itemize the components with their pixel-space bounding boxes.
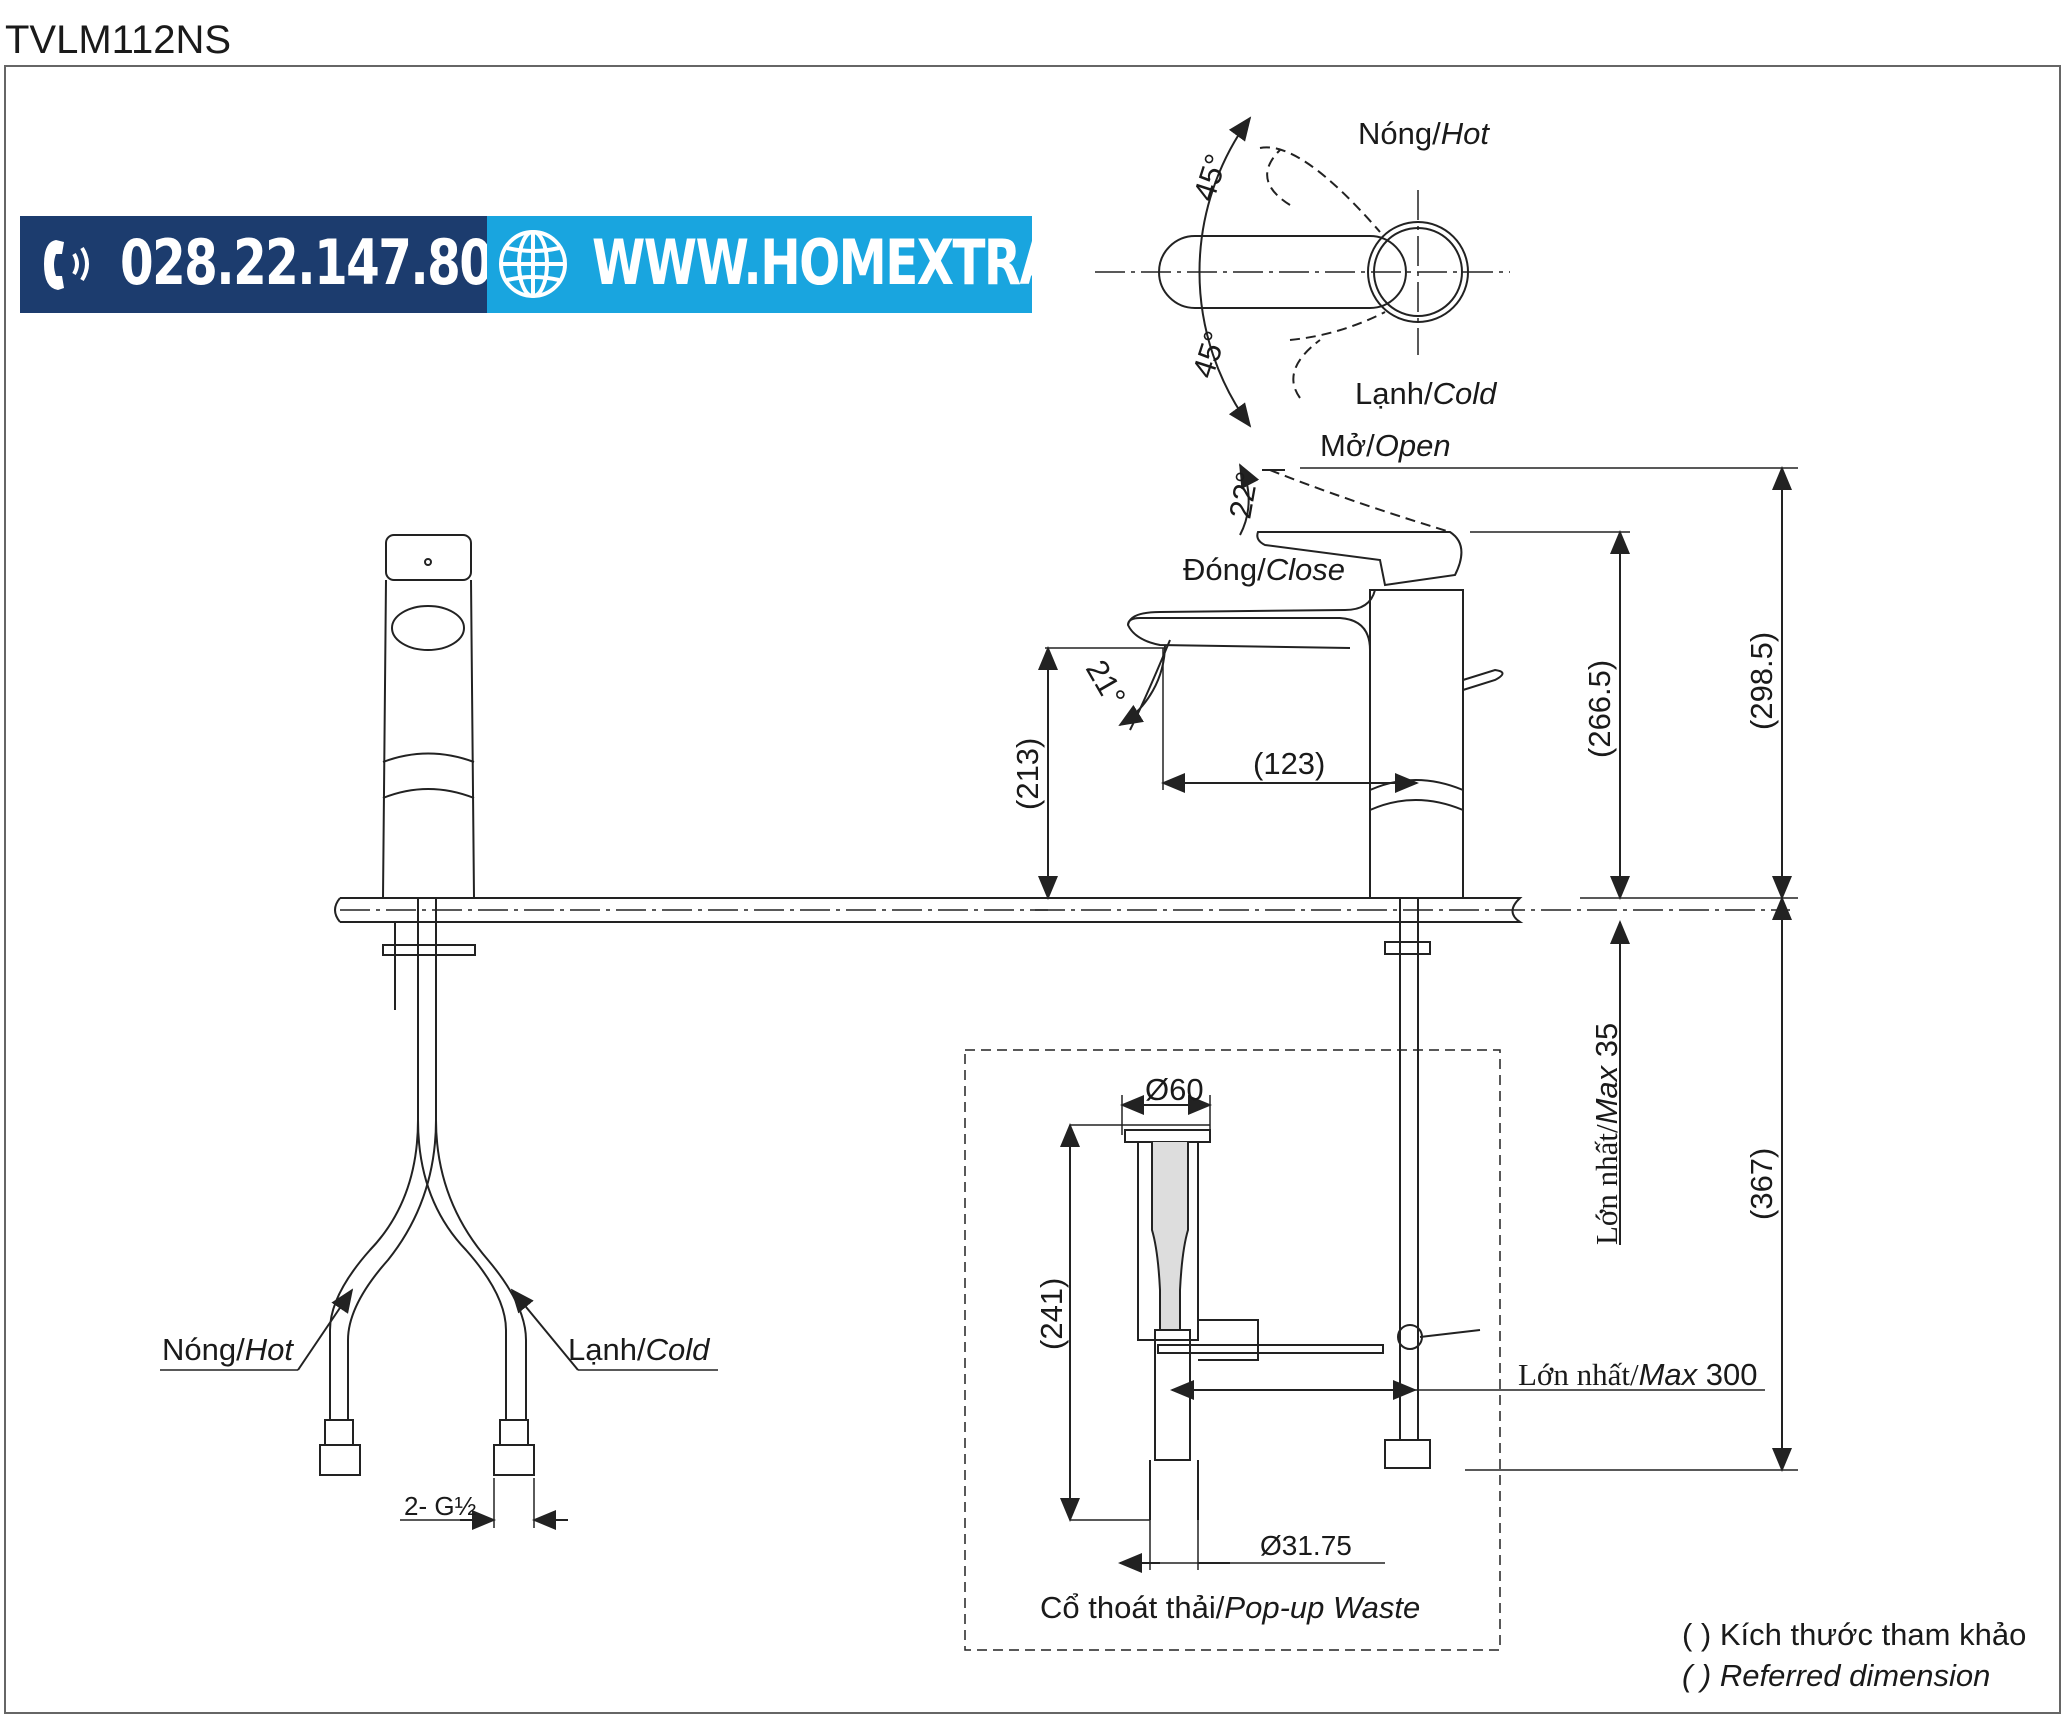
side-view bbox=[1035, 463, 1798, 1472]
popup-waste-view bbox=[1060, 1095, 1385, 1573]
banner-phone-section[interactable]: 028.22.147.801 bbox=[20, 216, 525, 313]
max-thickness-label: Lớn nhất/Max 35 bbox=[1589, 1023, 1624, 1245]
top-angle-cold: 45° bbox=[1185, 327, 1233, 382]
phone-number[interactable]: 028.22.147.801 bbox=[120, 226, 525, 299]
connection-size: 2- G½ bbox=[404, 1491, 476, 1521]
dim-below-counter: (367) bbox=[1744, 1148, 1779, 1220]
globe-icon bbox=[499, 230, 567, 298]
top-angle-hot: 45° bbox=[1186, 150, 1234, 205]
top-label-cold: Lạnh/Cold bbox=[1355, 376, 1498, 411]
dim-reach: (123) bbox=[1253, 746, 1325, 781]
dim-spout-height: (213) bbox=[1010, 738, 1045, 810]
legend-vi: ( ) Kích thước tham khảo bbox=[1682, 1617, 2026, 1652]
front-view bbox=[160, 534, 1048, 1530]
banner-website-section[interactable]: WWW.HOMEXTRA.VN bbox=[487, 216, 1149, 313]
legend-en: ( ) Referred dimension bbox=[1682, 1658, 1990, 1693]
side-angle-open: 22° bbox=[1222, 469, 1265, 521]
website-url[interactable]: WWW.HOMEXTRA.VN bbox=[592, 226, 1149, 299]
front-label-hot: Nóng/Hot bbox=[162, 1332, 294, 1367]
popup-waste-box bbox=[964, 1049, 1501, 1651]
contact-banner[interactable]: 028.22.147.801 WWW.HOMEXTRA.VN bbox=[20, 216, 1149, 313]
drawing-frame bbox=[4, 65, 2061, 1714]
max-hose-label: Lớn nhất/Max 300 bbox=[1518, 1357, 1758, 1392]
popup-dia-top: Ø60 bbox=[1145, 1072, 1204, 1107]
front-label-cold: Lạnh/Cold bbox=[568, 1332, 711, 1367]
popup-dia-pipe: Ø31.75 bbox=[1260, 1530, 1352, 1561]
top-view bbox=[1095, 116, 1510, 428]
side-label-open: Mở/Open bbox=[1320, 428, 1451, 463]
side-label-close: Đóng/Close bbox=[1183, 552, 1345, 587]
dim-total-height: (298.5) bbox=[1744, 632, 1779, 730]
side-angle-spout: 21° bbox=[1079, 654, 1133, 712]
popup-height: (241) bbox=[1034, 1278, 1069, 1350]
popup-caption: Cổ thoát thải/Pop-up Waste bbox=[1040, 1590, 1420, 1625]
phone-icon bbox=[44, 240, 89, 290]
model-number: TVLM112NS bbox=[5, 18, 232, 62]
top-label-hot: Nóng/Hot bbox=[1358, 116, 1490, 151]
dim-lever-height: (266.5) bbox=[1582, 660, 1617, 758]
